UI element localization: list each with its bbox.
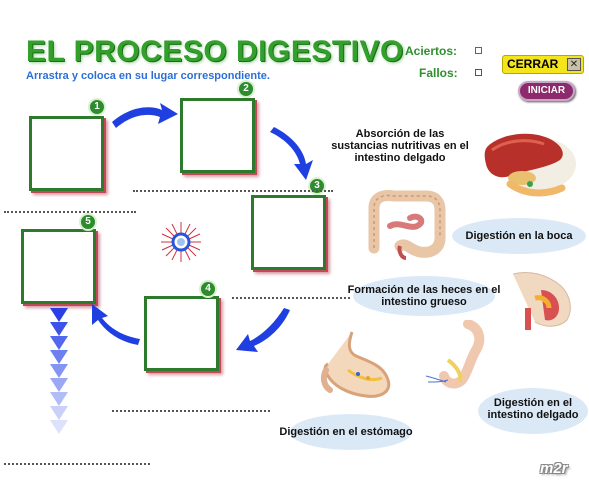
hits-indicator [475, 47, 482, 54]
sunburst-icon [161, 222, 201, 262]
answer-line-2 [4, 211, 136, 213]
close-button[interactable]: CERRAR ✕ [502, 55, 584, 74]
answer-line-4 [112, 410, 270, 412]
arrow-3-to-4-icon [236, 308, 290, 352]
label-small-intestine-background [478, 388, 588, 434]
drop-slot-3[interactable] [251, 195, 326, 270]
label-mouth[interactable]: Digestión en la boca [465, 230, 573, 242]
misses-label: Fallos: [419, 66, 458, 80]
arrow-4-to-5-icon [92, 304, 140, 345]
label-small-intestine[interactable]: Digestión en el intestino delgado [487, 397, 579, 421]
misses-indicator [475, 69, 482, 76]
chevrons-down-icon [50, 308, 68, 434]
small-intestine-icon [425, 320, 485, 389]
label-stomach-background [290, 414, 412, 450]
answer-line-1 [133, 190, 333, 192]
drop-slot-1[interactable] [29, 116, 104, 191]
step-number-4: 4 [199, 280, 217, 298]
instructions-text: Arrastra y coloca en su lugar correspond… [26, 70, 270, 82]
label-feces[interactable]: Formación de las heces en el intestino g… [347, 284, 501, 308]
step-number-1: 1 [88, 98, 106, 116]
page-title: EL PROCESO DIGESTIVO [26, 35, 404, 68]
label-feces-background [353, 276, 495, 316]
drop-slot-2[interactable] [180, 98, 255, 173]
brand-logo: m2r [540, 460, 568, 477]
label-stomach[interactable]: Digestión en el estómago [279, 426, 413, 438]
close-button-label: CERRAR [507, 57, 559, 71]
drop-slot-5[interactable] [21, 229, 96, 304]
label-mouth-background [452, 218, 586, 254]
step-number-5: 5 [79, 213, 97, 231]
start-button[interactable]: INICIAR [518, 81, 575, 101]
answer-line-5 [4, 463, 150, 465]
stomach-icon [320, 331, 391, 398]
label-absorption[interactable]: Absorción de las sustancias nutritivas e… [331, 128, 469, 164]
close-icon: ✕ [567, 58, 581, 71]
liver-pancreas-icon [484, 133, 576, 197]
step-number-2: 2 [237, 80, 255, 98]
hits-label: Aciertos: [405, 44, 458, 58]
drop-slot-4[interactable] [144, 296, 219, 371]
arrow-1-to-2-icon [112, 103, 178, 128]
mouth-icon [512, 272, 571, 330]
large-intestine-icon [368, 190, 446, 260]
answer-line-3 [232, 297, 350, 299]
arrow-2-to-3-icon [270, 127, 313, 180]
